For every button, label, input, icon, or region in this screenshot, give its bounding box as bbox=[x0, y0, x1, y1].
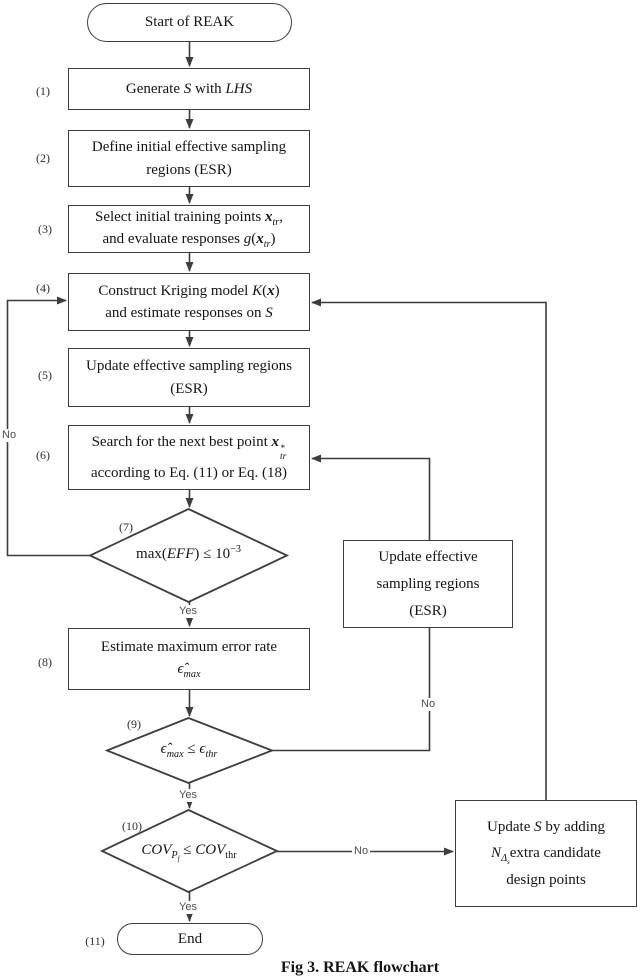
step-label-3: (3) bbox=[38, 222, 52, 236]
node-update-esr: Update effective sampling regions (ESR) bbox=[68, 348, 310, 407]
branch-no-10: No bbox=[352, 845, 371, 858]
decision-10-label: COVPf ≤ COVthr bbox=[141, 842, 237, 864]
node-generate-s: Generate S with LHS bbox=[68, 68, 310, 110]
node-construct-kriging: Construct Kriging model K(x) and estimat… bbox=[68, 273, 310, 331]
decision-9-shape bbox=[104, 717, 275, 784]
connector-esr-to-6 bbox=[311, 454, 431, 540]
branch-no-7: No bbox=[0, 429, 19, 442]
node-define-esr: Define initial effective sampling region… bbox=[68, 130, 310, 187]
decision-10-shape bbox=[99, 809, 280, 893]
connector-9-no-to-esr bbox=[272, 628, 431, 752]
node-end-label: End bbox=[177, 930, 203, 947]
step-label-9: (9) bbox=[127, 717, 141, 731]
step-label-7: (7) bbox=[119, 520, 133, 534]
node-search-best-point: Search for the next best point x*tr acco… bbox=[68, 425, 310, 490]
node-start-label: Start of REAK bbox=[144, 14, 235, 31]
sup-sub-stack: *tr bbox=[280, 442, 287, 463]
node-update-esr-right: Update effective sampling regions (ESR) bbox=[343, 540, 513, 628]
branch-yes-7: Yes bbox=[177, 605, 199, 618]
step-label-10: (10) bbox=[122, 819, 142, 833]
node-end: End bbox=[117, 923, 263, 955]
branch-yes-10: Yes bbox=[177, 901, 199, 914]
connector-7-no-to-4 bbox=[6, 296, 90, 557]
node-select-training: Select initial training points xtr, and … bbox=[68, 205, 310, 253]
decision-7-shape bbox=[87, 508, 290, 603]
step-label-4: (4) bbox=[36, 281, 50, 295]
step-label-11: (11) bbox=[85, 934, 105, 948]
connector-updates-to-4 bbox=[311, 298, 547, 800]
branch-yes-9: Yes bbox=[177, 789, 199, 802]
node-update-s: Update S by adding NΔsextra candidate de… bbox=[455, 800, 637, 907]
node-start: Start of REAK bbox=[87, 3, 292, 42]
step-label-1: (1) bbox=[36, 84, 50, 98]
step-label-8: (8) bbox=[38, 655, 52, 669]
step-label-2: (2) bbox=[36, 151, 50, 165]
node-generate-s-label: Generate S with LHS bbox=[125, 80, 253, 97]
decision-9-label: ϵ̂max ≤ ϵthr bbox=[160, 741, 218, 760]
decision-7-label: max(EFF) ≤ 10−3 bbox=[136, 544, 241, 562]
step-label-5: (5) bbox=[38, 368, 52, 382]
node-estimate-error: Estimate maximum error rate ϵ̂max bbox=[68, 628, 310, 690]
figure-caption: Fig 3. REAK flowchart bbox=[280, 959, 440, 976]
branch-no-9: No bbox=[419, 698, 438, 711]
step-label-6: (6) bbox=[36, 448, 50, 462]
